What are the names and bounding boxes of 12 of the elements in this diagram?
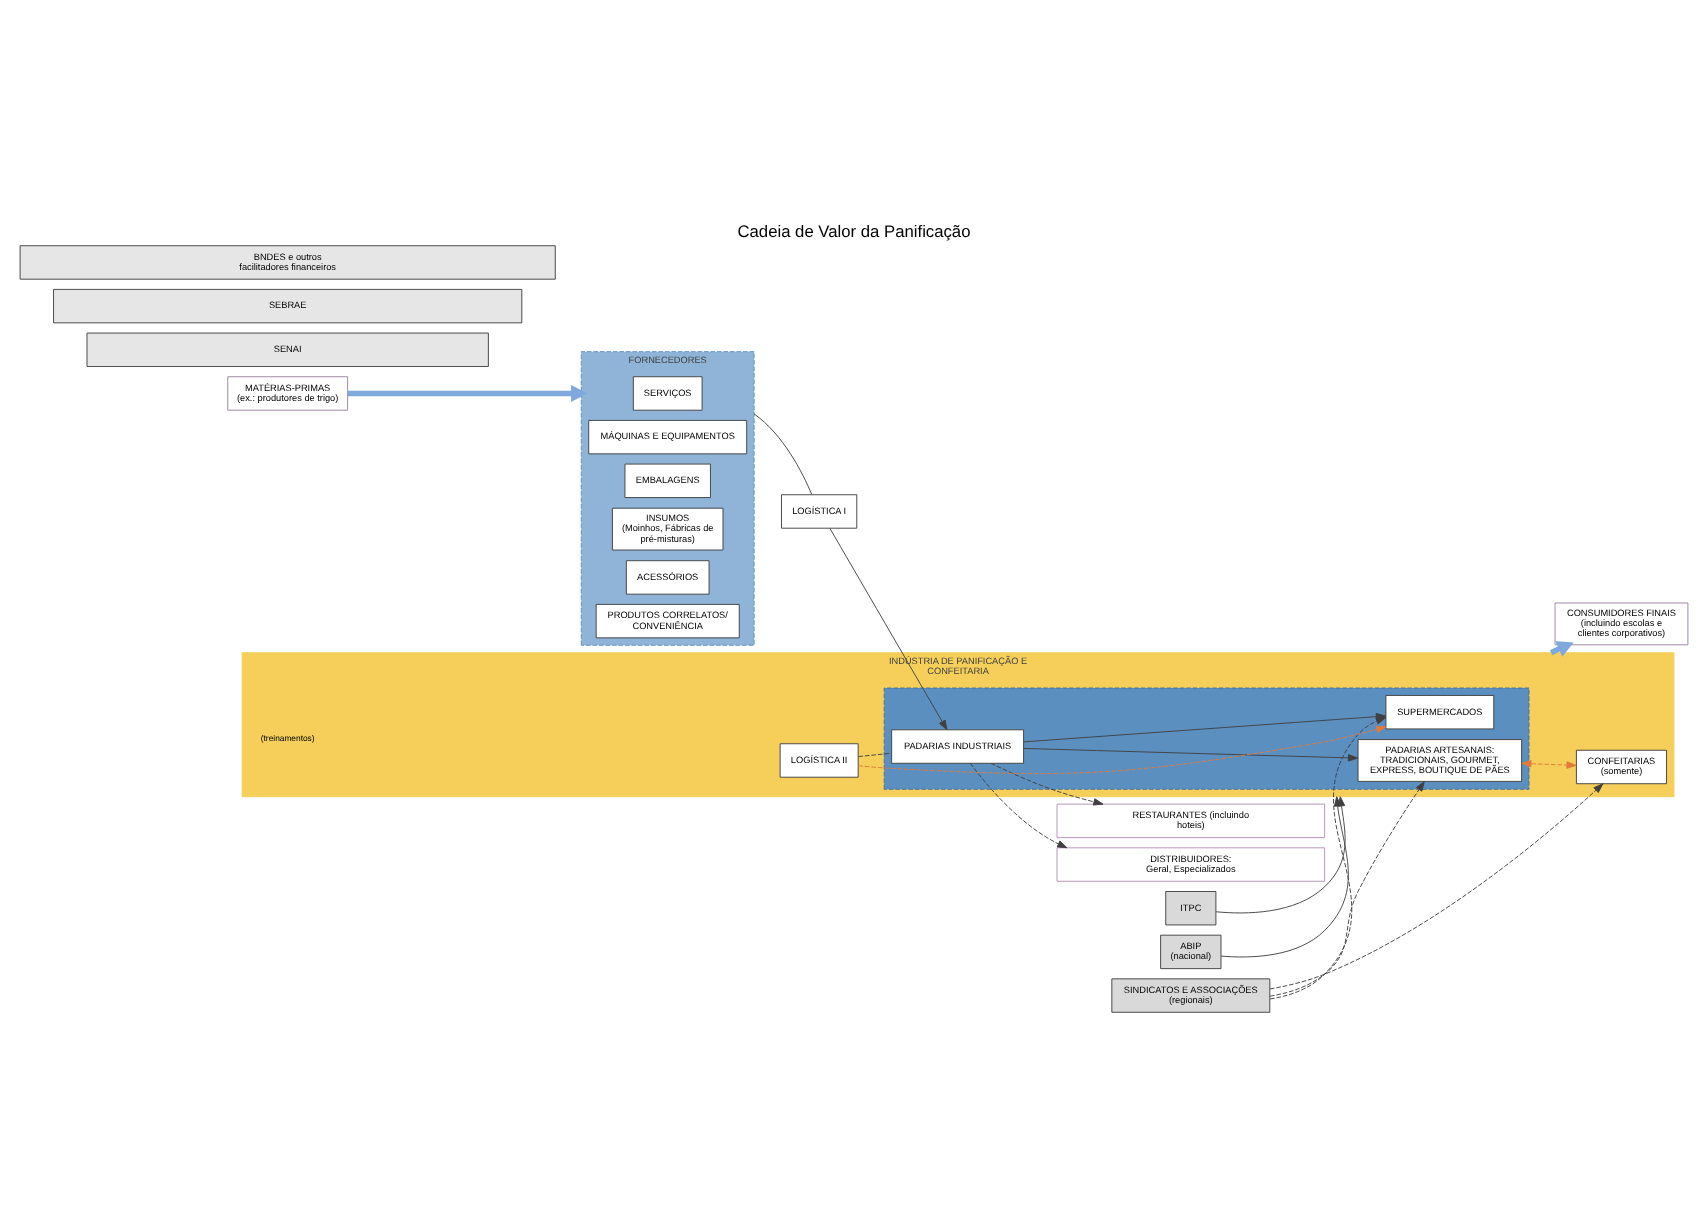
arrow [969,761,1068,848]
arrow [1023,746,1359,761]
arrow [347,383,588,401]
arrow [829,526,948,730]
connector [753,412,813,494]
arrow [1521,759,1577,768]
arrow [1269,782,1604,989]
arrow [990,761,1104,805]
arrow [1269,780,1425,996]
arrow [857,724,1387,774]
diagram-title: Cadeia de Valor da Panificação [737,219,971,240]
connector [858,751,892,757]
